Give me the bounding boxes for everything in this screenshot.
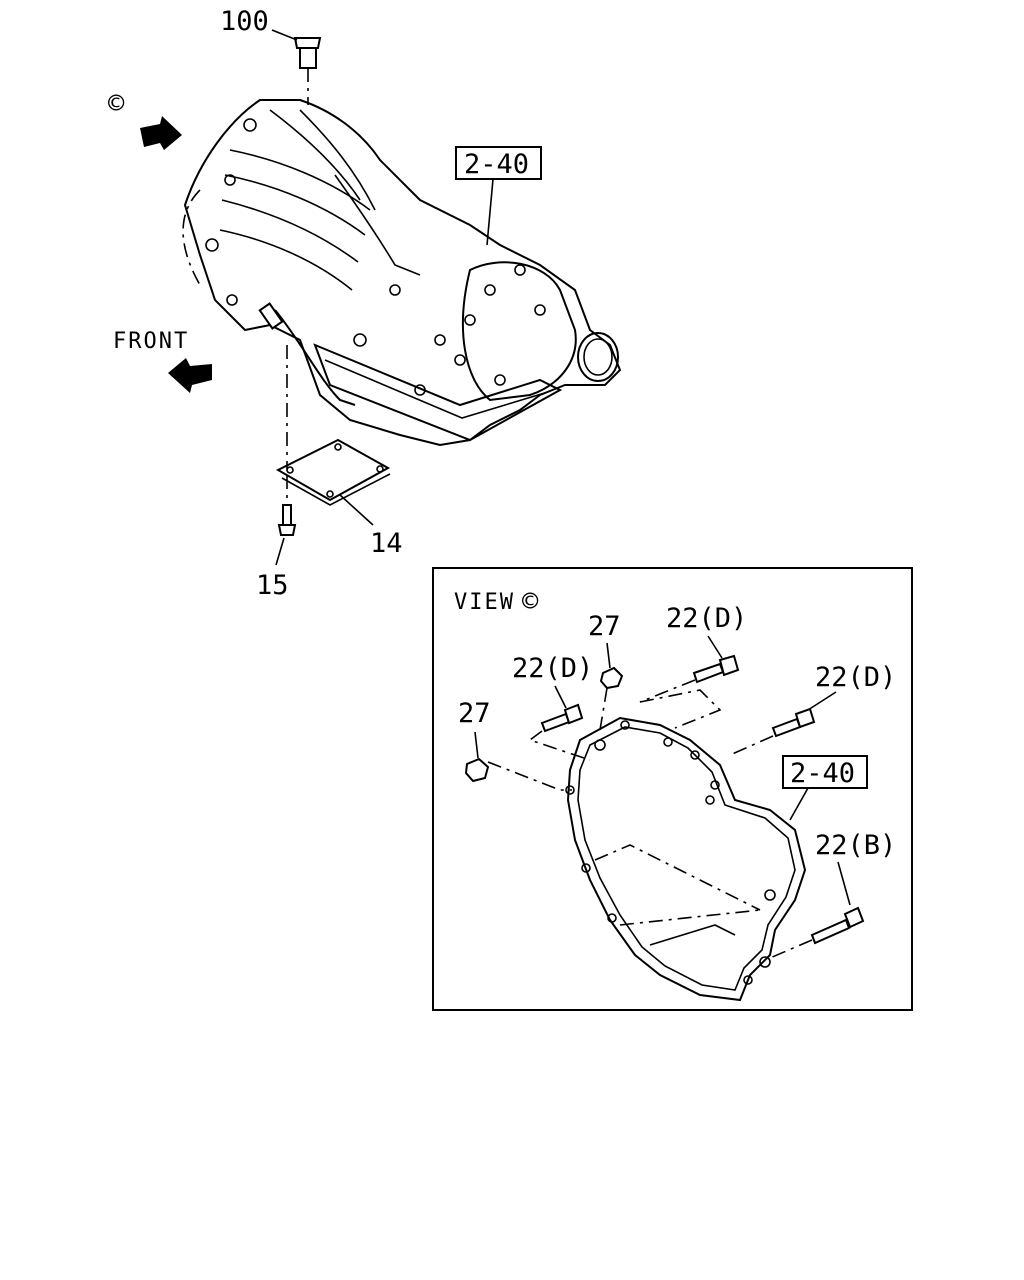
transmission-assembly (182, 99, 622, 447)
view-c-inset: VIEW © 27 22(D) (432, 567, 913, 1011)
inset-frame (432, 567, 913, 1011)
bolt-15: 15 (256, 475, 297, 601)
bolt-22d-top: 22(D) (639, 603, 747, 729)
nut-27-left: 27 (458, 698, 572, 791)
label-part-14: 14 (370, 528, 403, 559)
view-arrow-icon (140, 116, 182, 150)
ref-box-inset: 2-40 (782, 755, 868, 821)
view-c-symbol: © (108, 88, 125, 119)
plate-14: 14 (275, 345, 403, 559)
label-part-100: 100 (220, 6, 269, 37)
bolt-22d-left: 22(D) (512, 653, 593, 761)
label-22d-top: 22(D) (666, 603, 747, 634)
front-label: FRONT (113, 329, 189, 354)
bolt-22d-right: 22(D) (729, 662, 896, 756)
bell-housing-outline (566, 716, 807, 1002)
ref-box-top: 2-40 (455, 146, 542, 246)
label-27-left: 27 (458, 698, 491, 729)
front-arrow-icon (168, 358, 212, 393)
inset-title-marker: © (522, 586, 539, 617)
ref-label-inset: 2-40 (790, 758, 855, 789)
label-22d-right: 22(D) (815, 662, 896, 693)
plug-100: 100 (220, 6, 322, 105)
nut-27-top: 27 (588, 611, 624, 731)
label-part-15: 15 (256, 570, 289, 601)
label-22d-left: 22(D) (512, 653, 593, 684)
label-27-top: 27 (588, 611, 621, 642)
inset-title: VIEW (454, 590, 515, 615)
front-indicator: FRONT (113, 329, 212, 393)
bolt-22b: 22(B) (769, 830, 896, 959)
view-c-marker: © (108, 88, 182, 150)
label-22b: 22(B) (815, 830, 896, 861)
ref-label-top: 2-40 (464, 149, 529, 180)
